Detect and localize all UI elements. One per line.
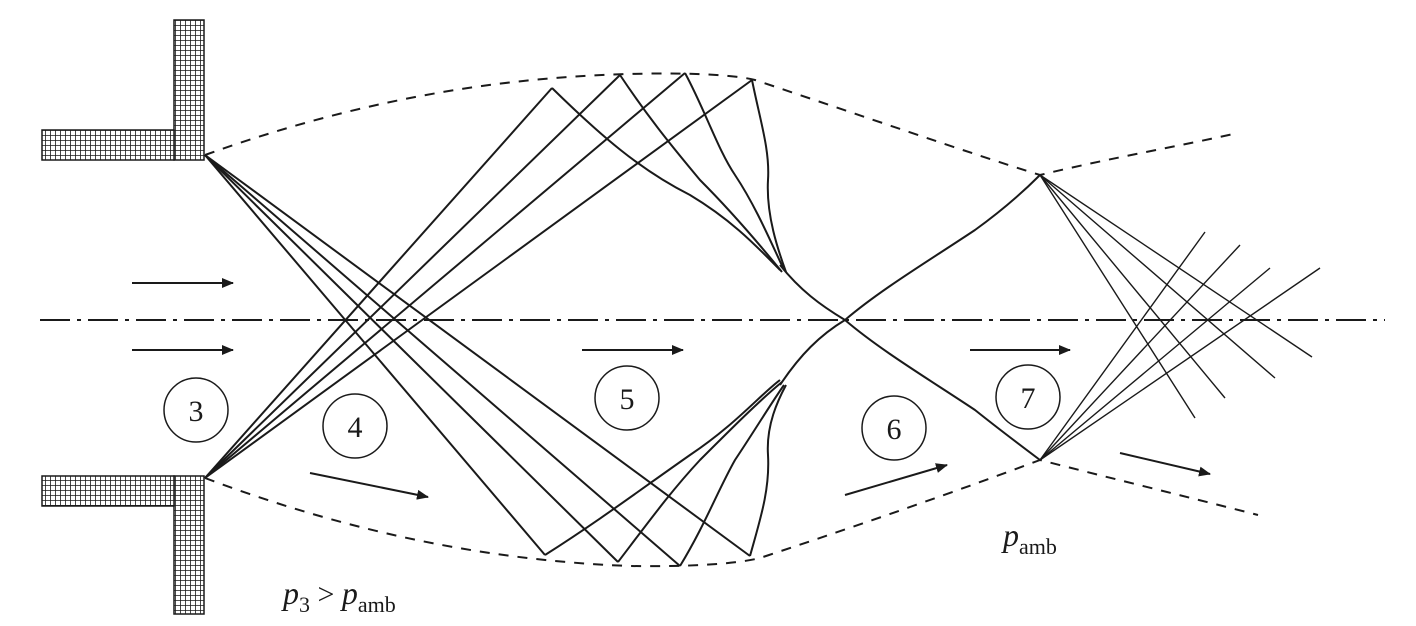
flow-arrows	[132, 278, 1211, 500]
zone-label-5: 5	[594, 365, 660, 431]
svg-text:4: 4	[348, 411, 363, 444]
expansion-fan-lower	[204, 72, 753, 479]
svg-text:5: 5	[620, 383, 635, 416]
ambient-pressure-label: pamb	[1001, 517, 1057, 559]
compression-waves-upper	[551, 72, 787, 273]
compression-waves-lower	[544, 379, 787, 567]
expansion-fan-second-upper	[1039, 174, 1313, 419]
jet-boundary-lower	[204, 458, 1259, 568]
nozzle-lower-wall	[41, 475, 205, 615]
zone-label-7: 7	[995, 364, 1061, 430]
zone-label-6: 6	[861, 395, 927, 461]
zone-label-4: 4	[322, 393, 388, 459]
expansion-fan-upper	[204, 154, 751, 567]
expansion-fan-second-lower	[1039, 231, 1321, 461]
flow-arrow	[309, 472, 429, 500]
svg-text:7: 7	[1021, 382, 1036, 415]
svg-text:6: 6	[887, 413, 902, 446]
flow-arrow	[844, 463, 948, 496]
pressure-condition-label: p3 > pamb	[281, 575, 396, 617]
crossing-shocks	[779, 174, 1041, 461]
jet-boundary-upper	[204, 72, 1239, 177]
svg-text:3: 3	[189, 395, 204, 428]
flow-arrow	[1119, 452, 1211, 477]
zone-label-3: 3	[163, 377, 229, 443]
nozzle-upper-wall	[41, 19, 205, 161]
